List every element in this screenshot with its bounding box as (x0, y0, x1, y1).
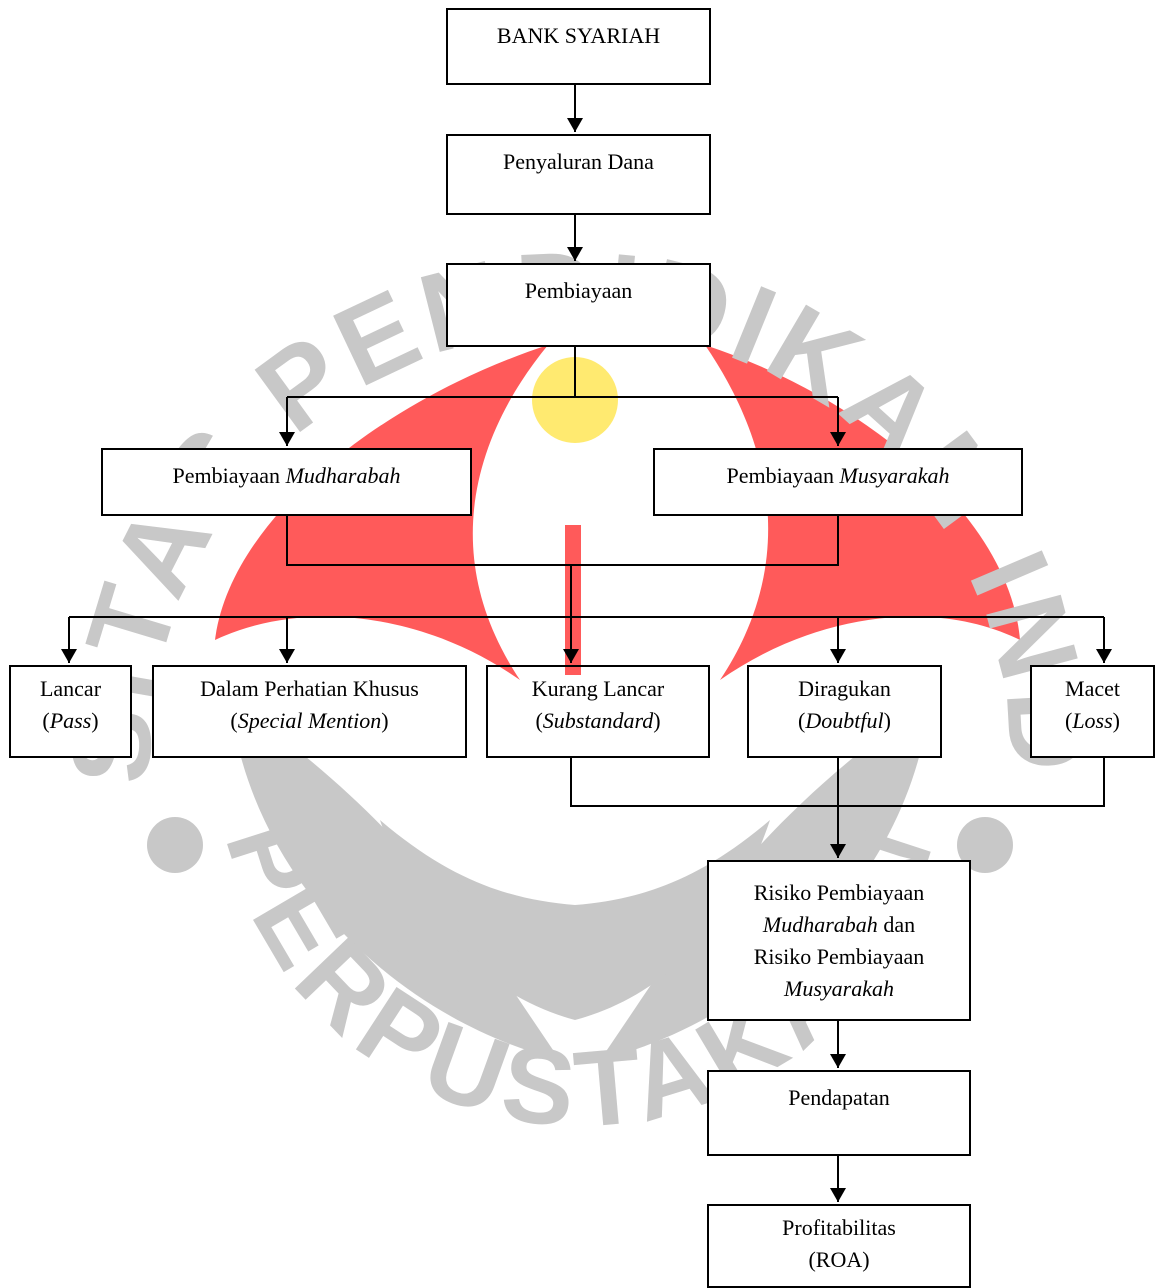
box-pembiayaan: Pembiayaan (446, 263, 711, 347)
penyaluran-dana-label: Penyaluran Dana (503, 149, 654, 174)
box-risiko-pembiayaan: Risiko Pembiayaan Mudharabah dan Risiko … (707, 860, 971, 1021)
lancar-term: (Pass) (42, 708, 99, 733)
seal-right-bullet (957, 817, 1013, 873)
risiko-line-2: Mudharabah dan (762, 911, 916, 937)
box-kurang-lancar: Kurang Lancar (Substandard) (486, 665, 710, 758)
box-pembiayaan-mudharabah: Pembiayaan Mudharabah (101, 448, 472, 516)
box-pembiayaan-musyarakah: Pembiayaan Musyarakah (653, 448, 1023, 516)
line-merge-financing (286, 514, 839, 566)
box-macet: Macet (Loss) (1030, 665, 1155, 758)
lancar-name: Lancar (39, 676, 102, 701)
risiko-line-1: Risiko Pembiayaan (753, 879, 925, 905)
pendapatan-label: Pendapatan (788, 1085, 890, 1110)
box-diragukan: Diragukan (Doubtful) (747, 665, 942, 758)
diragukan-name: Diragukan (798, 676, 891, 701)
musyarakah-label: Pembiayaan Musyarakah (726, 463, 950, 488)
profitabilitas-line-1: Profitabilitas (782, 1215, 896, 1240)
mudharabah-label: Pembiayaan Mudharabah (172, 463, 401, 488)
risiko-line-3: Risiko Pembiayaan (753, 943, 925, 969)
bank-syariah-label: BANK SYARIAH (496, 23, 661, 48)
kurang-lancar-term: (Substandard) (535, 708, 661, 733)
seal-left-bullet (147, 817, 203, 873)
box-lancar: Lancar (Pass) (9, 665, 132, 758)
box-dalam-perhatian-khusus: Dalam Perhatian Khusus (Special Mention) (152, 665, 467, 758)
kurang-lancar-name: Kurang Lancar (531, 676, 665, 701)
dpk-term: (Special Mention) (230, 708, 389, 733)
profitabilitas-line-2: (ROA) (808, 1247, 870, 1272)
box-bank-syariah: BANK SYARIAH (446, 8, 711, 85)
dpk-name: Dalam Perhatian Khusus (200, 676, 419, 701)
risiko-line-4: Musyarakah (784, 975, 894, 1001)
diragukan-term: (Doubtful) (798, 708, 891, 733)
macet-term: (Loss) (1064, 708, 1120, 733)
box-penyaluran-dana: Penyaluran Dana (446, 134, 711, 215)
macet-name: Macet (1065, 676, 1120, 701)
pembiayaan-label: Pembiayaan (524, 278, 633, 303)
box-profitabilitas: Profitabilitas (ROA) (707, 1204, 971, 1288)
box-pendapatan: Pendapatan (707, 1070, 971, 1156)
seal-yellow-dot (532, 357, 618, 443)
